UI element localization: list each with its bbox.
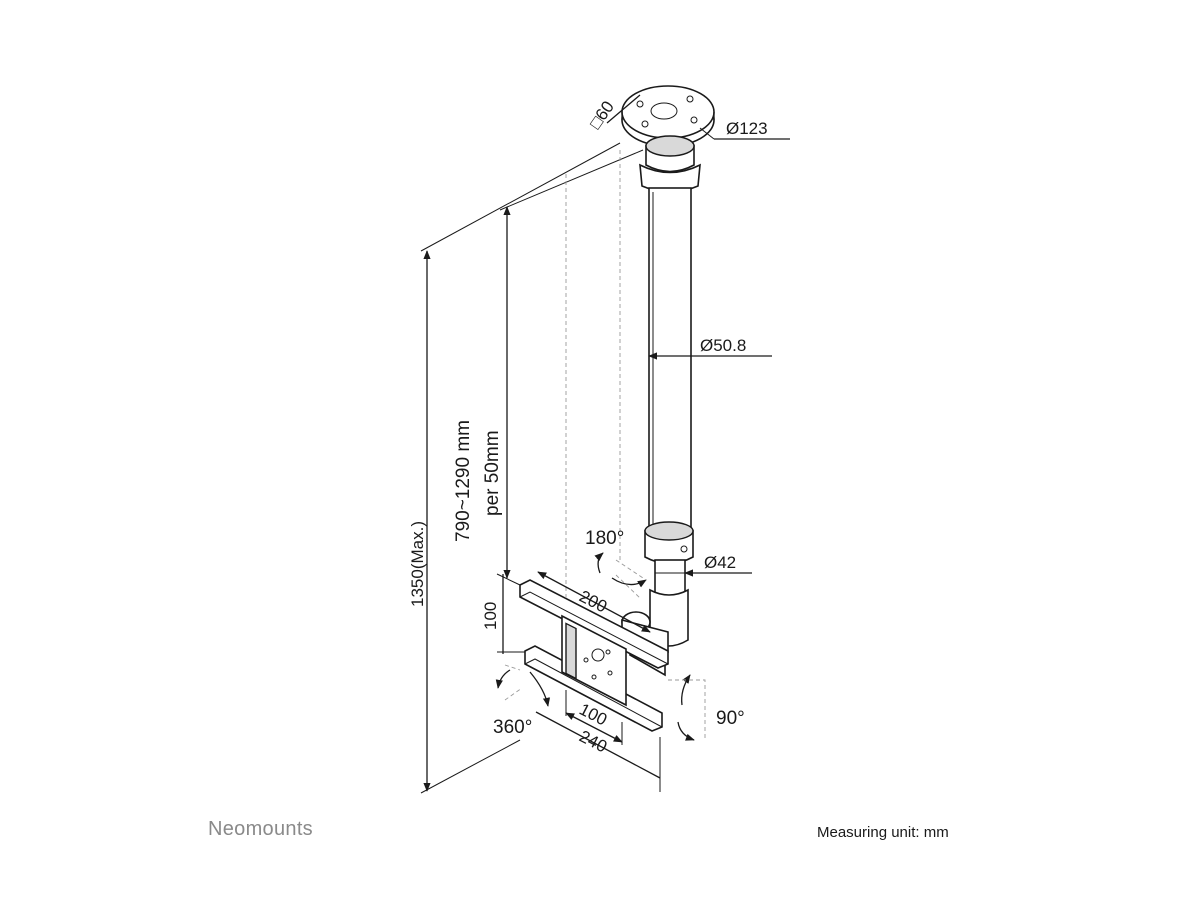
tube-collar [639,135,701,193]
measuring-unit-note: Measuring unit: mm [817,824,949,841]
brand-logo: Neomounts [208,818,313,840]
height-clamp [644,521,694,565]
ceiling-plate [621,85,715,147]
rotate-indicator: 360° [493,664,551,738]
vesa-height-label: 100 [481,602,500,630]
dimension-plate-diameter: Ø123 [699,119,790,140]
main-tube [648,187,692,532]
height-step-label: per 50mm [482,430,503,516]
dimension-vesa-height: 100 [481,573,525,654]
bracket-width-label: 240 [576,727,610,757]
swivel-indicator: 180° [585,528,647,599]
dimension-total-height: 1350(Max.) [408,142,621,794]
dimension-tube-diameter: Ø50.8 [648,336,772,360]
total-height-label: 1350(Max.) [408,521,427,607]
dimension-inner-tube-diameter: Ø42 [655,553,752,577]
tube-diameter-label: Ø50.8 [700,336,746,355]
inner-tube-diameter-label: Ø42 [704,553,736,572]
dimension-height-range: 790~1290 mm per 50mm [453,149,644,600]
plate-diameter-label: Ø123 [726,119,768,138]
rotate-angle-label: 360° [493,717,532,738]
height-range-label: 790~1290 mm [453,420,474,542]
tilt-angle-label: 90° [716,708,745,729]
tilt-indicator: 90° [668,674,745,741]
swivel-angle-label: 180° [585,528,624,549]
plate-square-label: □60 [586,97,618,132]
